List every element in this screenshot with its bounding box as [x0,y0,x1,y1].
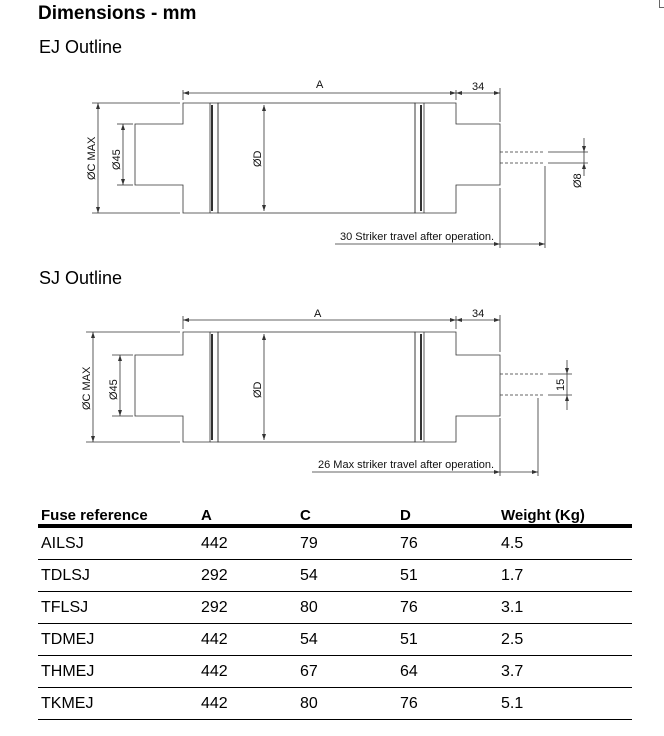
sj-dim-a: A [314,308,322,320]
cell-fuse-reference: TDMEJ [38,623,198,656]
sj-striker-note: 26 Max striker travel after operation. [318,459,494,471]
table-header-row: Fuse reference A C D Weight (Kg) [38,502,632,528]
fuse-spec-table: Fuse reference A C D Weight (Kg) AILSJ 4… [38,502,632,720]
cell-fuse-reference: TFLSJ [38,591,198,624]
page-title: Dimensions - mm [38,3,197,24]
sj-dim-45: Ø45 [108,379,120,400]
cell-weight: 3.7 [498,655,632,688]
header-weight: Weight (Kg) [498,502,632,528]
ej-dim-45: Ø45 [111,149,123,170]
cell-weight: 2.5 [498,623,632,656]
cell-c: 79 [297,526,397,560]
ej-dim-pin: Ø8 [572,173,584,188]
header-d: D [397,502,498,528]
cell-c: 80 [297,687,397,720]
table-row: THMEJ 442 67 64 3.7 [38,655,632,688]
ej-dim-34: 34 [472,81,484,93]
cell-c: 54 [297,623,397,656]
cell-c: 54 [297,559,397,592]
header-fuse-reference: Fuse reference [38,502,198,528]
cell-fuse-reference: TDLSJ [38,559,198,592]
table-row: AILSJ 442 79 76 4.5 [38,526,632,560]
cell-a: 292 [198,559,297,592]
ej-dim-c-max: ØC MAX [86,136,98,180]
header-c: C [297,502,397,528]
table-row: TFLSJ 292 80 76 3.1 [38,591,632,624]
ej-dim-a: A [316,79,324,91]
header-a: A [198,502,297,528]
sj-dim-c-max: ØC MAX [81,366,93,410]
ej-dim-d: ØD [252,150,264,167]
table-row: TKMEJ 442 80 76 5.1 [38,687,632,720]
cell-d: 76 [397,526,498,560]
cell-d: 64 [397,655,498,688]
cell-a: 442 [198,526,297,560]
cell-fuse-reference: AILSJ [38,526,198,560]
cell-fuse-reference: TKMEJ [38,687,198,720]
cell-weight: 1.7 [498,559,632,592]
cell-weight: 4.5 [498,526,632,560]
cell-d: 51 [397,623,498,656]
cell-d: 76 [397,591,498,624]
cell-weight: 3.1 [498,591,632,624]
cell-d: 51 [397,559,498,592]
cell-a: 442 [198,655,297,688]
ej-outline-drawing: A 34 ØC MAX Ø45 ØD Ø8 30 Striker travel … [86,79,588,248]
cell-c: 80 [297,591,397,624]
cell-c: 67 [297,655,397,688]
table-row: TDMEJ 442 54 51 2.5 [38,623,632,656]
sj-dim-34: 34 [472,308,484,320]
sj-outline-drawing: A 34 ØC MAX Ø45 ØD 15 26 Max striker tra… [81,308,572,476]
cell-a: 442 [198,687,297,720]
cell-weight: 5.1 [498,687,632,720]
cell-a: 442 [198,623,297,656]
cell-a: 292 [198,591,297,624]
sj-dim-d: ØD [252,381,264,398]
page-edge-mark [659,0,664,8]
cell-d: 76 [397,687,498,720]
ej-outline-title: EJ Outline [39,37,123,57]
sj-outline-title: SJ Outline [39,268,123,288]
table-row: TDLSJ 292 54 51 1.7 [38,559,632,592]
sj-dim-pin: 15 [555,379,567,391]
cell-fuse-reference: THMEJ [38,655,198,688]
ej-striker-note: 30 Striker travel after operation. [340,231,494,243]
